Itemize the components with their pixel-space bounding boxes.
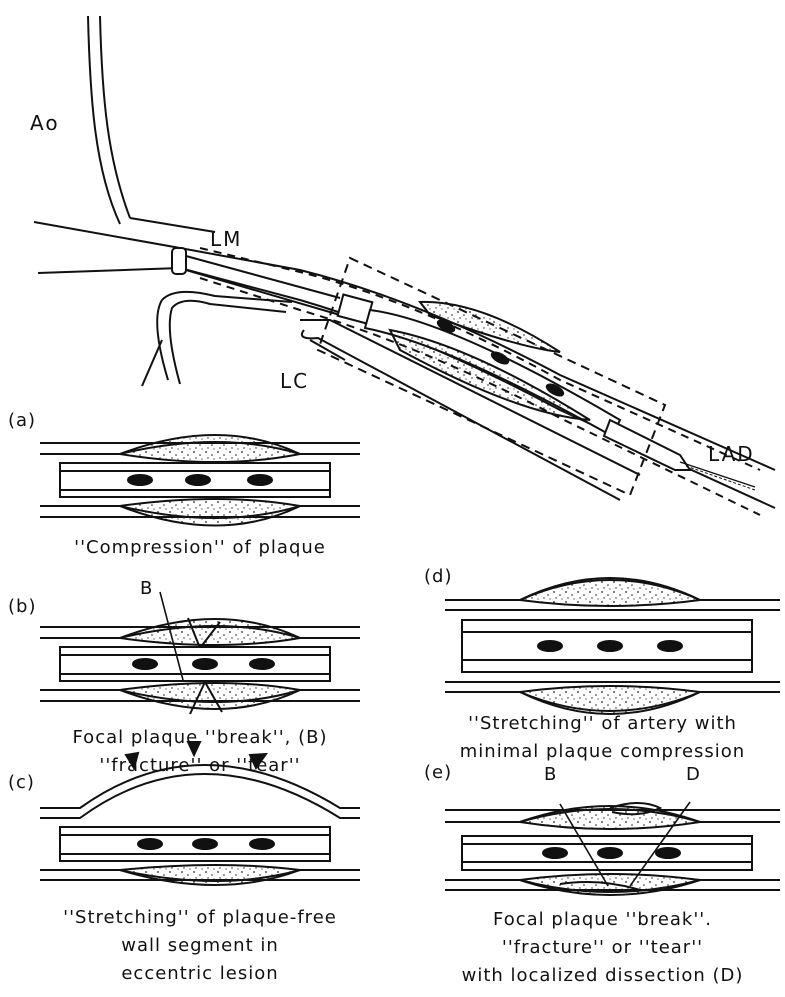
caption-c-line-1: ''Stretching'' of plaque-free [0,904,400,932]
caption-c: ''Stretching'' of plaque-free wall segme… [0,904,400,988]
caption-a-line-1: ''Compression'' of plaque [0,534,400,562]
panel-d-plaque-upper [520,578,700,606]
panel-d-label: (d) [424,566,452,587]
panel-b-plaque-lower [120,683,300,709]
panel-e-illustration [445,802,780,895]
aorta-outer-wall [88,16,120,224]
label-ao: Ao [30,111,60,135]
panel-a-plaque-upper [120,435,300,462]
guiding-catheter [34,222,180,273]
caption-e-line-3: with localized dissection (D) [420,962,785,990]
panel-b-label: (b) [8,596,36,617]
caption-d-line-1: ''Stretching'' of artery with [420,710,785,738]
panel-c-plaque-lower [120,865,300,885]
label-lad: LAD [708,442,755,466]
caption-c-line-2: wall segment in [0,932,400,960]
label-lm: LM [210,227,242,251]
caption-d-line-2: minimal plaque compression [420,738,785,766]
panel-a-illustration [40,435,360,526]
break-label-b: B [140,578,153,599]
caption-c-line-3: eccentric lesion [0,960,400,988]
caption-b: Focal plaque ''break'', (B) ''fracture''… [0,724,400,780]
caption-e: Focal plaque ''break''. ''fracture'' or … [420,906,785,990]
caption-b-line-2: ''fracture'' or ''tear'' [0,752,400,780]
caption-d: ''Stretching'' of artery with minimal pl… [420,710,785,766]
caption-e-line-2: ''fracture'' or ''tear'' [420,934,785,962]
label-lc: LC [280,369,309,393]
aorta-inner-wall [100,16,130,218]
panel-a-label: (a) [8,410,36,431]
panel-b-plaque-upper [120,619,300,645]
overview-illustration [34,16,775,515]
caption-e-line-1: Focal plaque ''break''. [420,906,785,934]
caption-b-line-1: Focal plaque ''break'', (B) [0,724,400,752]
panel-d-illustration [445,578,780,714]
panel-b-illustration [40,592,360,714]
panel-a-plaque-lower [120,499,300,526]
caption-a: ''Compression'' of plaque [0,534,400,562]
dissection-label-d: D [686,764,701,785]
break-label-e-b: B [544,764,557,785]
